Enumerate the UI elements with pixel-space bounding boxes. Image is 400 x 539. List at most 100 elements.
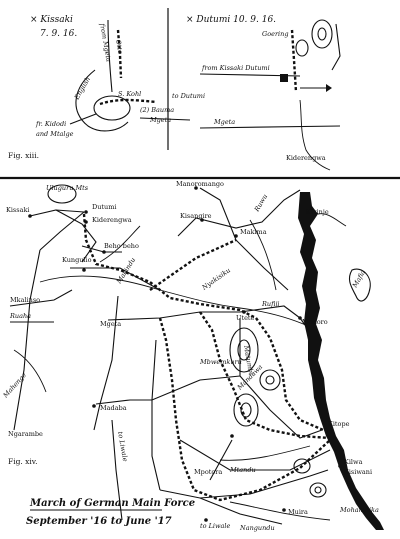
road-central-2 bbox=[93, 295, 119, 431]
kissaki-hill bbox=[93, 95, 131, 121]
hill-south-2 bbox=[240, 402, 252, 418]
coastline bbox=[298, 192, 384, 530]
label-mkalinso: Mkalinso bbox=[10, 296, 40, 304]
dutumi-header: × Dutumi 10. 9. 16. bbox=[186, 15, 276, 25]
mafia-island bbox=[348, 268, 371, 302]
label-mpotora: Mpotora bbox=[194, 468, 222, 476]
legend-line-2: September '16 to June '17 bbox=[26, 516, 172, 527]
fr-kidodi-label-b: and Mtalge bbox=[36, 130, 74, 138]
road-south-1 bbox=[159, 469, 329, 499]
label-utete: Utete bbox=[236, 314, 255, 322]
town-kiderengwa bbox=[84, 220, 88, 224]
label-kisiwani: Kisiwani bbox=[344, 468, 372, 476]
river-rufiji bbox=[39, 275, 309, 327]
s-kohl-label: S. Kohl bbox=[118, 90, 141, 98]
label-mohambika: Mohambika bbox=[339, 506, 379, 514]
label-mahenge: Mahenge bbox=[1, 371, 28, 400]
label-dutumi: Dutumi bbox=[92, 203, 116, 211]
legend: March of German Main Force September '16… bbox=[26, 498, 195, 527]
road-madaba bbox=[95, 375, 241, 405]
english-arc bbox=[75, 69, 129, 132]
mgeta-left-label: Mgeta bbox=[149, 116, 171, 124]
town-dutumi bbox=[84, 210, 88, 214]
hill-kilwa-3 bbox=[314, 486, 322, 494]
town-kilwa bbox=[338, 464, 342, 468]
hill-kitope-2 bbox=[265, 375, 275, 385]
label-nangundu: Nangundu bbox=[239, 524, 275, 532]
label-mbwemkuru: Mbwemkuru bbox=[199, 358, 242, 366]
label-manoromango: Manoromango bbox=[176, 180, 224, 188]
road-central-3 bbox=[151, 339, 161, 491]
kidodi-road bbox=[69, 113, 97, 125]
goering-label: Goering bbox=[262, 30, 289, 38]
label-liwale-south: to Liwale bbox=[200, 522, 231, 530]
dutumi-hill-3 bbox=[295, 39, 309, 57]
road-kungulio-west bbox=[39, 211, 85, 251]
label-mtandu: Mtandu bbox=[229, 466, 256, 474]
label-kisangire: Kisangire bbox=[180, 212, 212, 220]
hill-matumbi-1 bbox=[229, 327, 259, 373]
label-kitope: Kitope bbox=[328, 420, 350, 428]
river-west bbox=[13, 349, 47, 393]
road-west-mkalinso bbox=[9, 289, 73, 307]
label-mgeta: Mgeta bbox=[100, 320, 121, 328]
dutumi-post bbox=[280, 74, 288, 82]
label-makima: Makima bbox=[240, 228, 267, 236]
label-mohoro: Mohoro bbox=[302, 318, 328, 326]
dutumi-bracket bbox=[331, 23, 341, 71]
town-kungulio bbox=[82, 268, 86, 272]
dutumi-river bbox=[299, 99, 331, 171]
uluguru-hill bbox=[47, 184, 77, 204]
road-kisangire bbox=[199, 187, 289, 291]
mgeta-road-right bbox=[199, 125, 341, 129]
dutumi-hill-2 bbox=[317, 27, 327, 41]
march-route-north bbox=[149, 238, 237, 291]
hill-kilwa-1 bbox=[293, 458, 311, 474]
to-dutumi-label: to Dutumi bbox=[172, 92, 205, 100]
march-route-east bbox=[255, 317, 329, 434]
road-south-3 bbox=[199, 497, 283, 525]
label-kissaki: Kissaki bbox=[6, 206, 30, 214]
town-utete bbox=[242, 310, 246, 314]
march-route-matumbi bbox=[199, 311, 331, 440]
bauma-label: (2) Bauma bbox=[140, 106, 174, 114]
fr-kidodi-label-a: fr. Kidodi bbox=[35, 120, 66, 128]
from-mgeta-label: from Mgeta bbox=[98, 22, 113, 63]
march-route-main bbox=[82, 213, 257, 320]
fig13-kiderengwa-label: Kiderengwa bbox=[286, 154, 326, 162]
river-mtandu bbox=[219, 445, 311, 461]
mgeta-right-label: Mgeta bbox=[213, 118, 235, 126]
dutumi-hill-1 bbox=[311, 19, 333, 49]
river-makima bbox=[249, 219, 277, 291]
hill-kitope-1 bbox=[259, 369, 281, 391]
town-markers bbox=[28, 186, 342, 522]
uluguru-label: Uluguru Mts bbox=[46, 184, 89, 192]
town-liwale bbox=[204, 518, 208, 522]
label-kivinje: Kivinje bbox=[306, 208, 329, 216]
road-dutumi-kiderengwa bbox=[55, 209, 85, 213]
fig-xiv-label: Fig. xiv. bbox=[8, 457, 38, 466]
label-madaba: Madaba bbox=[100, 404, 127, 412]
town-behobeho bbox=[102, 250, 106, 254]
kissaki-date: 7. 9. 16. bbox=[40, 29, 77, 39]
label-kilwa: Kilwa bbox=[344, 458, 363, 466]
kissaki-header: × Kissaki bbox=[30, 15, 73, 25]
label-rufiji: Rufiji bbox=[261, 300, 280, 308]
road-kungulio-east bbox=[70, 267, 161, 291]
goering-march bbox=[290, 29, 298, 93]
road-liwale bbox=[111, 419, 123, 521]
river-mbwemkuru bbox=[229, 501, 331, 521]
mgeta-road-left bbox=[139, 117, 191, 121]
hill-matumbi-2 bbox=[237, 339, 251, 361]
town-makima bbox=[234, 234, 238, 238]
town-muira bbox=[282, 508, 286, 512]
river-mgeta-upper bbox=[99, 225, 141, 263]
town-kisangire bbox=[200, 218, 204, 222]
hill-kilwa-2 bbox=[309, 482, 327, 498]
mafia-label: Mafia bbox=[350, 269, 367, 290]
english-label: English bbox=[72, 76, 92, 102]
town-madaba bbox=[92, 404, 96, 408]
label-ngarambe: Ngarambe bbox=[8, 430, 43, 438]
from-kissaki-dutumi-label: from Kissaki Dutumi bbox=[201, 64, 270, 72]
